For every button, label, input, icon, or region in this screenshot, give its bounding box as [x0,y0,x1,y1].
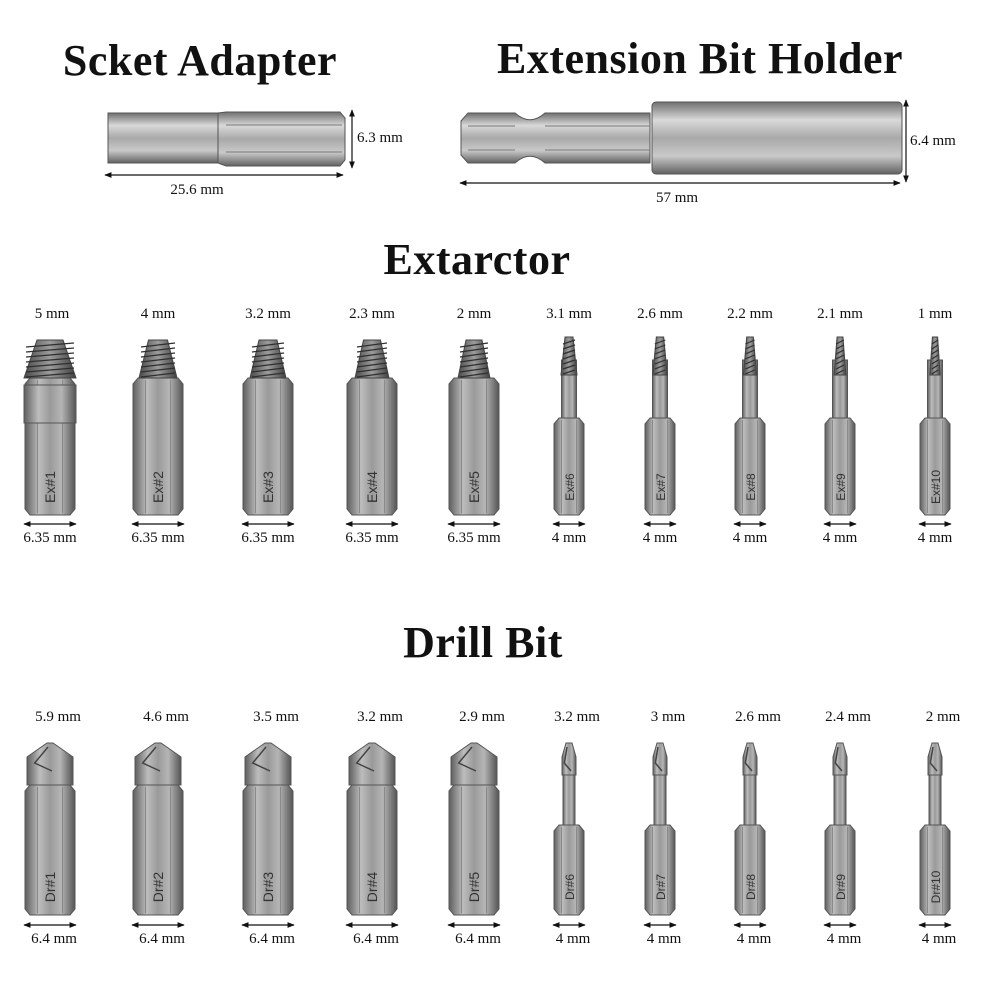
extractor-code-2: Ex#2 [150,471,166,503]
extractor-bit-2: Ex#2 [131,339,185,527]
extractor-tip-size-4: 2.3 mm [349,306,395,322]
socket-adapter-title: Scket Adapter [62,36,338,85]
drill-shank-size-6: 4 mm [555,931,591,947]
drill-code-9: Dr#9 [834,874,848,900]
drill-bit-8: Dr#8 [733,742,767,928]
extractor-shank-size-9: 4 mm [822,530,858,546]
extractor-title: Extarctor [383,235,571,284]
drill-shank-size-3: 6.4 mm [249,931,295,947]
extractor-tip-size-7: 2.6 mm [637,306,683,322]
drill-tip-size-6: 3.2 mm [554,709,600,725]
extractor-row: Ex#1 Ex#2 Ex#3 Ex#4 Ex#5 Ex#6 Ex#7 Ex#8 Ex#9 Ex#1… [23,336,952,527]
drill-bit-4: Dr#4 [345,742,399,928]
drill-code-5: Dr#5 [466,872,482,903]
drill-bit-5: Dr#5 [447,742,501,928]
drill-bit-7: Dr#7 [643,742,677,928]
extractor-code-6: Ex#6 [563,473,577,501]
drill-bit-row: Dr#1 Dr#2 Dr#3 Dr#4 Dr#5 Dr#6 Dr#7 Dr#8 Dr#9 Dr#1… [23,742,952,928]
extractor-shank-size-10: 4 mm [917,530,953,546]
drill-bit-3: Dr#3 [241,742,295,928]
drill-tip-size-9: 2.4 mm [825,709,871,725]
drill-bit-6: Dr#6 [552,742,586,928]
drill-code-10: Dr#10 [929,870,943,903]
extractor-tip-size-10: 1 mm [917,306,953,322]
drill-code-4: Dr#4 [364,872,380,903]
drill-bit-title: Drill Bit [403,618,563,667]
drill-tip-size-8: 2.6 mm [735,709,781,725]
extractor-code-1: Ex#1 [42,471,58,503]
drill-tip-size-3: 3.5 mm [253,709,299,725]
extractor-tip-size-8: 2.2 mm [727,306,773,322]
extractor-bit-6: Ex#6 [552,336,586,527]
extractor-code-4: Ex#4 [364,471,380,503]
socket-adapter-image [104,109,355,178]
drill-shank-size-9: 4 mm [826,931,862,947]
socket-adapter-diameter: 6.3 mm [357,130,403,146]
extractor-bit-9: Ex#9 [823,336,857,527]
extractor-code-10: Ex#10 [929,470,943,504]
drill-code-1: Dr#1 [42,872,58,903]
extractor-shank-size-1: 6.35 mm [23,530,77,546]
drill-shank-size-7: 4 mm [646,931,682,947]
extractor-bit-8: Ex#8 [733,336,767,527]
extractor-code-9: Ex#9 [834,473,848,501]
extractor-code-8: Ex#8 [744,473,758,501]
extractor-shank-size-8: 4 mm [732,530,768,546]
drill-bit-9: Dr#9 [823,742,857,928]
drill-code-7: Dr#7 [654,874,668,900]
drill-bit-10: Dr#10 [918,742,952,928]
drill-code-8: Dr#8 [744,874,758,900]
extractor-code-5: Ex#5 [466,471,482,503]
extractor-code-3: Ex#3 [260,471,276,503]
extractor-bit-1: Ex#1 [23,339,77,527]
drill-shank-size-2: 6.4 mm [139,931,185,947]
socket-adapter-length: 25.6 mm [170,182,224,198]
extractor-tip-size-9: 2.1 mm [817,306,863,322]
drill-bit-2: Dr#2 [131,742,185,928]
drill-tip-size-10: 2 mm [925,709,961,725]
drill-tip-size-4: 3.2 mm [357,709,403,725]
extractor-bit-7: Ex#7 [643,336,677,527]
drill-tip-size-1: 5.9 mm [35,709,81,725]
extension-holder-length: 57 mm [655,190,699,206]
drill-tip-size-7: 3 mm [650,709,686,725]
drill-tip-size-5: 2.9 mm [459,709,505,725]
extractor-tip-size-6: 3.1 mm [546,306,592,322]
extractor-shank-size-6: 4 mm [551,530,587,546]
extension-holder-diameter: 6.4 mm [910,133,956,149]
extractor-tip-size-1: 5 mm [34,306,70,322]
extractor-shank-size-5: 6.35 mm [447,530,501,546]
extractor-shank-size-7: 4 mm [642,530,678,546]
drill-code-3: Dr#3 [260,872,276,903]
extractor-tip-size-3: 3.2 mm [245,306,291,322]
extractor-shank-size-3: 6.35 mm [241,530,295,546]
drill-tip-size-2: 4.6 mm [143,709,189,725]
extractor-tip-size-2: 4 mm [140,306,176,322]
extractor-bit-5: Ex#5 [447,339,501,527]
extractor-code-7: Ex#7 [654,473,668,501]
drill-bit-1: Dr#1 [23,742,77,928]
drill-shank-size-8: 4 mm [736,931,772,947]
extension-holder-title: Extension Bit Holder [496,34,904,83]
extractor-bit-10: Ex#10 [918,336,952,527]
drill-code-6: Dr#6 [563,874,577,900]
drill-code-2: Dr#2 [150,872,166,903]
drill-shank-size-1: 6.4 mm [31,931,77,947]
extractor-tip-size-5: 2 mm [456,306,492,322]
drill-shank-size-10: 4 mm [921,931,957,947]
extractor-shank-size-2: 6.35 mm [131,530,185,546]
drill-shank-size-4: 6.4 mm [353,931,399,947]
extractor-bit-4: Ex#4 [345,339,399,527]
extractor-shank-size-4: 6.35 mm [345,530,399,546]
extension-holder-image [459,99,909,186]
extractor-bit-3: Ex#3 [241,339,295,527]
drill-shank-size-5: 6.4 mm [455,931,501,947]
